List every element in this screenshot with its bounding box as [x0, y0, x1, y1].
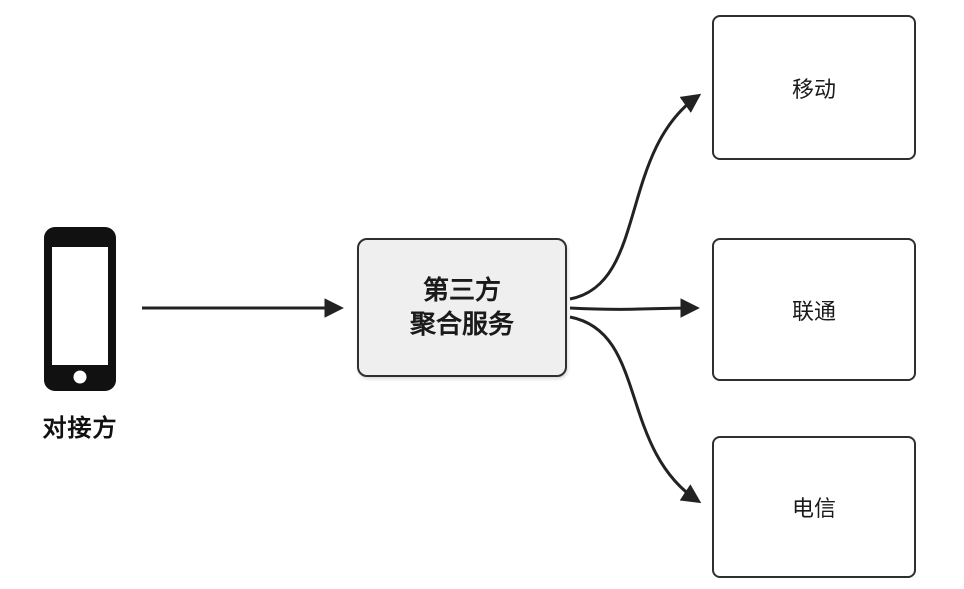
- source-label: 对接方: [42, 415, 118, 442]
- carrier-label-telecom: 电信: [791, 496, 836, 521]
- carrier-node-telecom: 电信: [712, 436, 916, 578]
- smartphone-icon: [42, 225, 118, 398]
- hub-label: 第三方 聚合服务: [410, 274, 514, 342]
- hub-label-line1: 第三方: [422, 274, 501, 305]
- carrier-label-mobile: 移动: [791, 76, 836, 102]
- hub-node-aggregation-service: 第三方 聚合服务: [357, 238, 567, 377]
- source-node: 对接方: [30, 225, 130, 443]
- carrier-label-unicom: 联通: [791, 298, 836, 324]
- hub-label-line2: 聚合服务: [409, 308, 514, 339]
- carrier-node-mobile: 移动: [712, 15, 916, 160]
- arrow-hub-to-unicom: [569, 298, 700, 318]
- carrier-node-unicom: 联通: [712, 238, 916, 381]
- arrow-hub-to-mobile: [569, 93, 702, 301]
- arrow-hub-to-telecom: [569, 315, 702, 504]
